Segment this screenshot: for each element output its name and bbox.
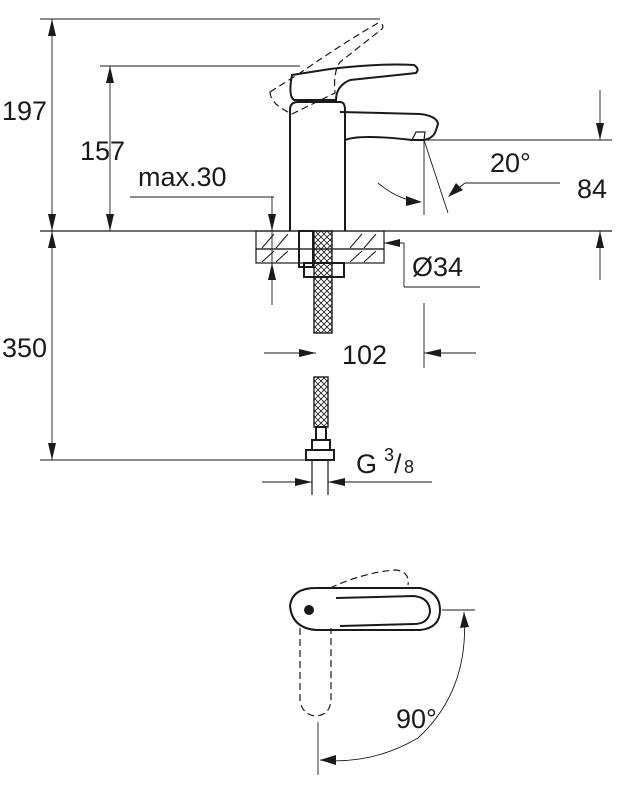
- spout-tip: [411, 131, 426, 141]
- label-projection: 102: [342, 340, 387, 370]
- dimension-spout-angle: 20°: [377, 139, 560, 215]
- dimension-total-height: 197: [2, 18, 380, 231]
- lever-handle: [289, 63, 419, 101]
- label-max-thickness: max.30: [138, 162, 227, 192]
- dimension-hose-length: 350: [2, 231, 312, 461]
- lever-raised-outline: [269, 22, 384, 115]
- braided-hose-lower: [313, 376, 329, 428]
- label-thread-slash: /: [394, 449, 402, 479]
- mount-hatching-2: [261, 250, 377, 263]
- label-lever-height: 157: [80, 136, 125, 166]
- faucet-side-view: [40, 22, 612, 495]
- top-aerator: [304, 605, 314, 615]
- label-thread-letter: G: [356, 449, 377, 479]
- lever-rotated-outline: [299, 628, 332, 717]
- dimension-lever-height: 157: [80, 65, 300, 231]
- top-lever: [335, 594, 432, 627]
- dimension-spout-height: 84: [426, 90, 612, 280]
- lever-top-raised-outline: [329, 569, 409, 589]
- label-spout-angle: 20°: [490, 148, 531, 178]
- label-thread-denominator: 8: [404, 457, 414, 477]
- label-hole-diameter: Ø34: [412, 252, 463, 282]
- dimension-thread: G 3 / 8: [262, 445, 432, 486]
- faucet-body: [289, 101, 346, 231]
- label-spout-height: 84: [577, 174, 607, 204]
- braided-hose-upper: [313, 230, 333, 334]
- hose-fitting: [305, 426, 335, 461]
- mount-stud: [298, 230, 314, 268]
- dimension-max-thickness: max.30: [130, 162, 290, 305]
- faucet-spout: [339, 111, 440, 141]
- dimension-projection: 102: [264, 303, 476, 370]
- dimension-hole-diameter: Ø34: [384, 239, 480, 288]
- label-total-height: 197: [2, 96, 47, 126]
- label-rotation-angle: 90°: [396, 704, 437, 734]
- label-thread-numerator: 3: [384, 445, 394, 465]
- faucet-top-view: 90°: [288, 569, 475, 775]
- label-hose-length: 350: [2, 333, 47, 363]
- top-body: [288, 587, 442, 631]
